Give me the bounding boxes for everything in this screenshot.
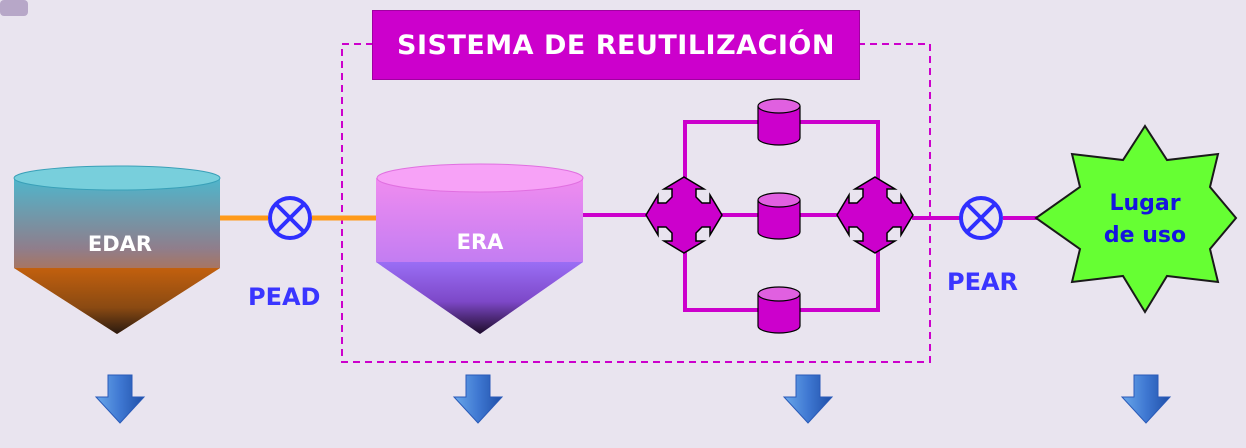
down-arrow-icon xyxy=(452,374,504,424)
down-arrow-icon xyxy=(782,374,834,424)
pear-label: PEAR xyxy=(947,268,1019,296)
valve-icon xyxy=(268,196,312,240)
edar-tank xyxy=(13,165,221,334)
lugar-line-2: de uso xyxy=(1103,223,1187,248)
down-arrow-icon xyxy=(94,374,146,424)
system-title: SISTEMA DE REUTILIZACIÓN xyxy=(397,29,835,61)
pead-label: PEAD xyxy=(248,283,321,311)
distributor-arrows-icon xyxy=(836,176,914,254)
valve-icon xyxy=(959,196,1003,240)
filter-cylinder-icon xyxy=(757,286,801,334)
lugar-line-1: Lugar xyxy=(1109,191,1181,216)
lugar-de-uso-star xyxy=(1034,124,1238,314)
distributor-arrows-icon xyxy=(645,176,723,254)
system-title-box: SISTEMA DE REUTILIZACIÓN xyxy=(372,10,860,80)
filter-cylinder-icon xyxy=(757,98,801,146)
down-arrow-icon xyxy=(1120,374,1172,424)
edar-label: EDAR xyxy=(87,232,153,256)
filter-cylinder-icon xyxy=(757,192,801,240)
lugar-de-uso-label: Lugar de uso xyxy=(1090,188,1200,252)
era-tank xyxy=(376,163,584,334)
era-label: ERA xyxy=(456,230,504,254)
corner-logo-icon xyxy=(0,0,28,16)
